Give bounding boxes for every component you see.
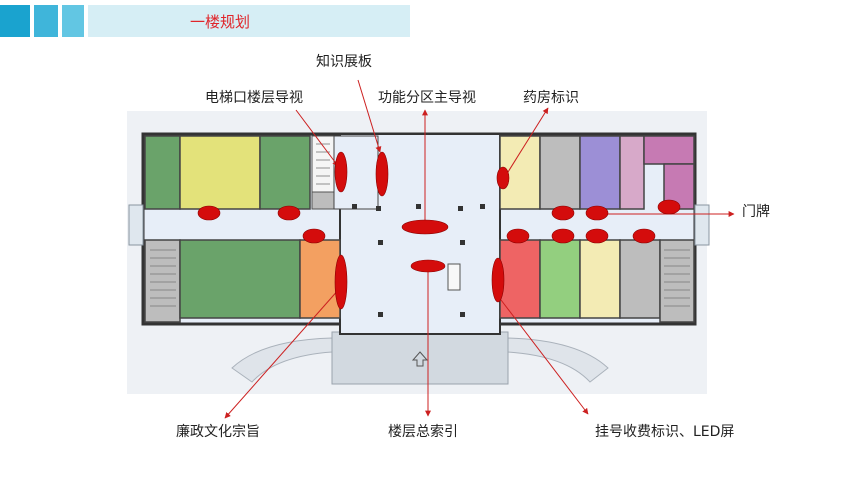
marker-2 bbox=[277, 205, 301, 221]
label-louceng: 楼层总索引 bbox=[388, 424, 458, 440]
marker-8 bbox=[410, 259, 446, 273]
room-bottom-cream bbox=[579, 239, 621, 319]
leader-guahao bbox=[497, 295, 589, 415]
label-dianti: 电梯口楼层导视 bbox=[205, 90, 303, 106]
header-title-bar bbox=[88, 5, 410, 37]
marker-15 bbox=[551, 228, 575, 244]
marker-3 bbox=[334, 151, 348, 193]
lobby-columns bbox=[352, 204, 485, 317]
label-guahao: 挂号收费标识、LED屏 bbox=[595, 424, 735, 440]
entrance-canopy-right bbox=[507, 337, 609, 383]
marker-12 bbox=[585, 205, 609, 221]
label-gongneng: 功能分区主导视 bbox=[378, 90, 476, 106]
leader-dianti bbox=[295, 109, 339, 167]
leader-lianzheng bbox=[224, 287, 341, 419]
signage-markers bbox=[197, 151, 681, 310]
elevator-top-left bbox=[311, 191, 335, 210]
marker-6 bbox=[334, 254, 348, 310]
marker-16 bbox=[585, 228, 609, 244]
header-square-2 bbox=[34, 5, 58, 37]
room-top-3 bbox=[259, 135, 311, 210]
room-bottom-hall bbox=[179, 239, 301, 319]
room-bottom-orange bbox=[299, 239, 341, 319]
side-entrance-left bbox=[128, 204, 144, 246]
stair-bottom-right bbox=[659, 239, 695, 323]
marker-11 bbox=[551, 205, 575, 221]
stair-hatching bbox=[150, 143, 690, 307]
marker-17 bbox=[632, 228, 656, 244]
room-bottom-green bbox=[539, 239, 581, 319]
side-entrance-right bbox=[694, 204, 710, 246]
header-square-3 bbox=[62, 5, 84, 37]
room-top-7 bbox=[579, 135, 621, 210]
label-yaofang: 药房标识 bbox=[523, 90, 579, 106]
marker-9 bbox=[496, 166, 510, 190]
room-top-2 bbox=[179, 135, 261, 210]
marker-7 bbox=[401, 219, 449, 235]
header-square-1 bbox=[0, 5, 30, 37]
header-bar: 一楼规划 bbox=[0, 5, 410, 37]
lobby-desk bbox=[447, 263, 461, 291]
marker-4 bbox=[375, 151, 389, 197]
leader-zhishi bbox=[357, 79, 382, 153]
room-top-9 bbox=[643, 135, 695, 165]
stair-bottom-left bbox=[144, 239, 181, 323]
label-lianzheng: 廉政文化宗旨 bbox=[176, 424, 260, 440]
label-zhishi: 知识展板 bbox=[316, 54, 372, 70]
marker-1 bbox=[197, 205, 221, 221]
entrance-arrow-icon bbox=[411, 351, 429, 367]
leader-lines bbox=[224, 79, 735, 419]
leader-yaofang bbox=[502, 107, 549, 181]
marker-10 bbox=[491, 257, 505, 303]
entrance-platform bbox=[331, 331, 509, 385]
label-menpai: 门牌 bbox=[742, 204, 770, 220]
room-top-1 bbox=[144, 135, 181, 210]
room-bottom-grey bbox=[619, 239, 661, 319]
marker-13 bbox=[657, 199, 681, 215]
room-top-6 bbox=[539, 135, 581, 210]
marker-5 bbox=[302, 228, 326, 244]
room-bottom-registration bbox=[499, 239, 541, 319]
marker-14 bbox=[506, 228, 530, 244]
page-title: 一楼规划 bbox=[190, 13, 251, 31]
room-top-8 bbox=[619, 135, 645, 210]
